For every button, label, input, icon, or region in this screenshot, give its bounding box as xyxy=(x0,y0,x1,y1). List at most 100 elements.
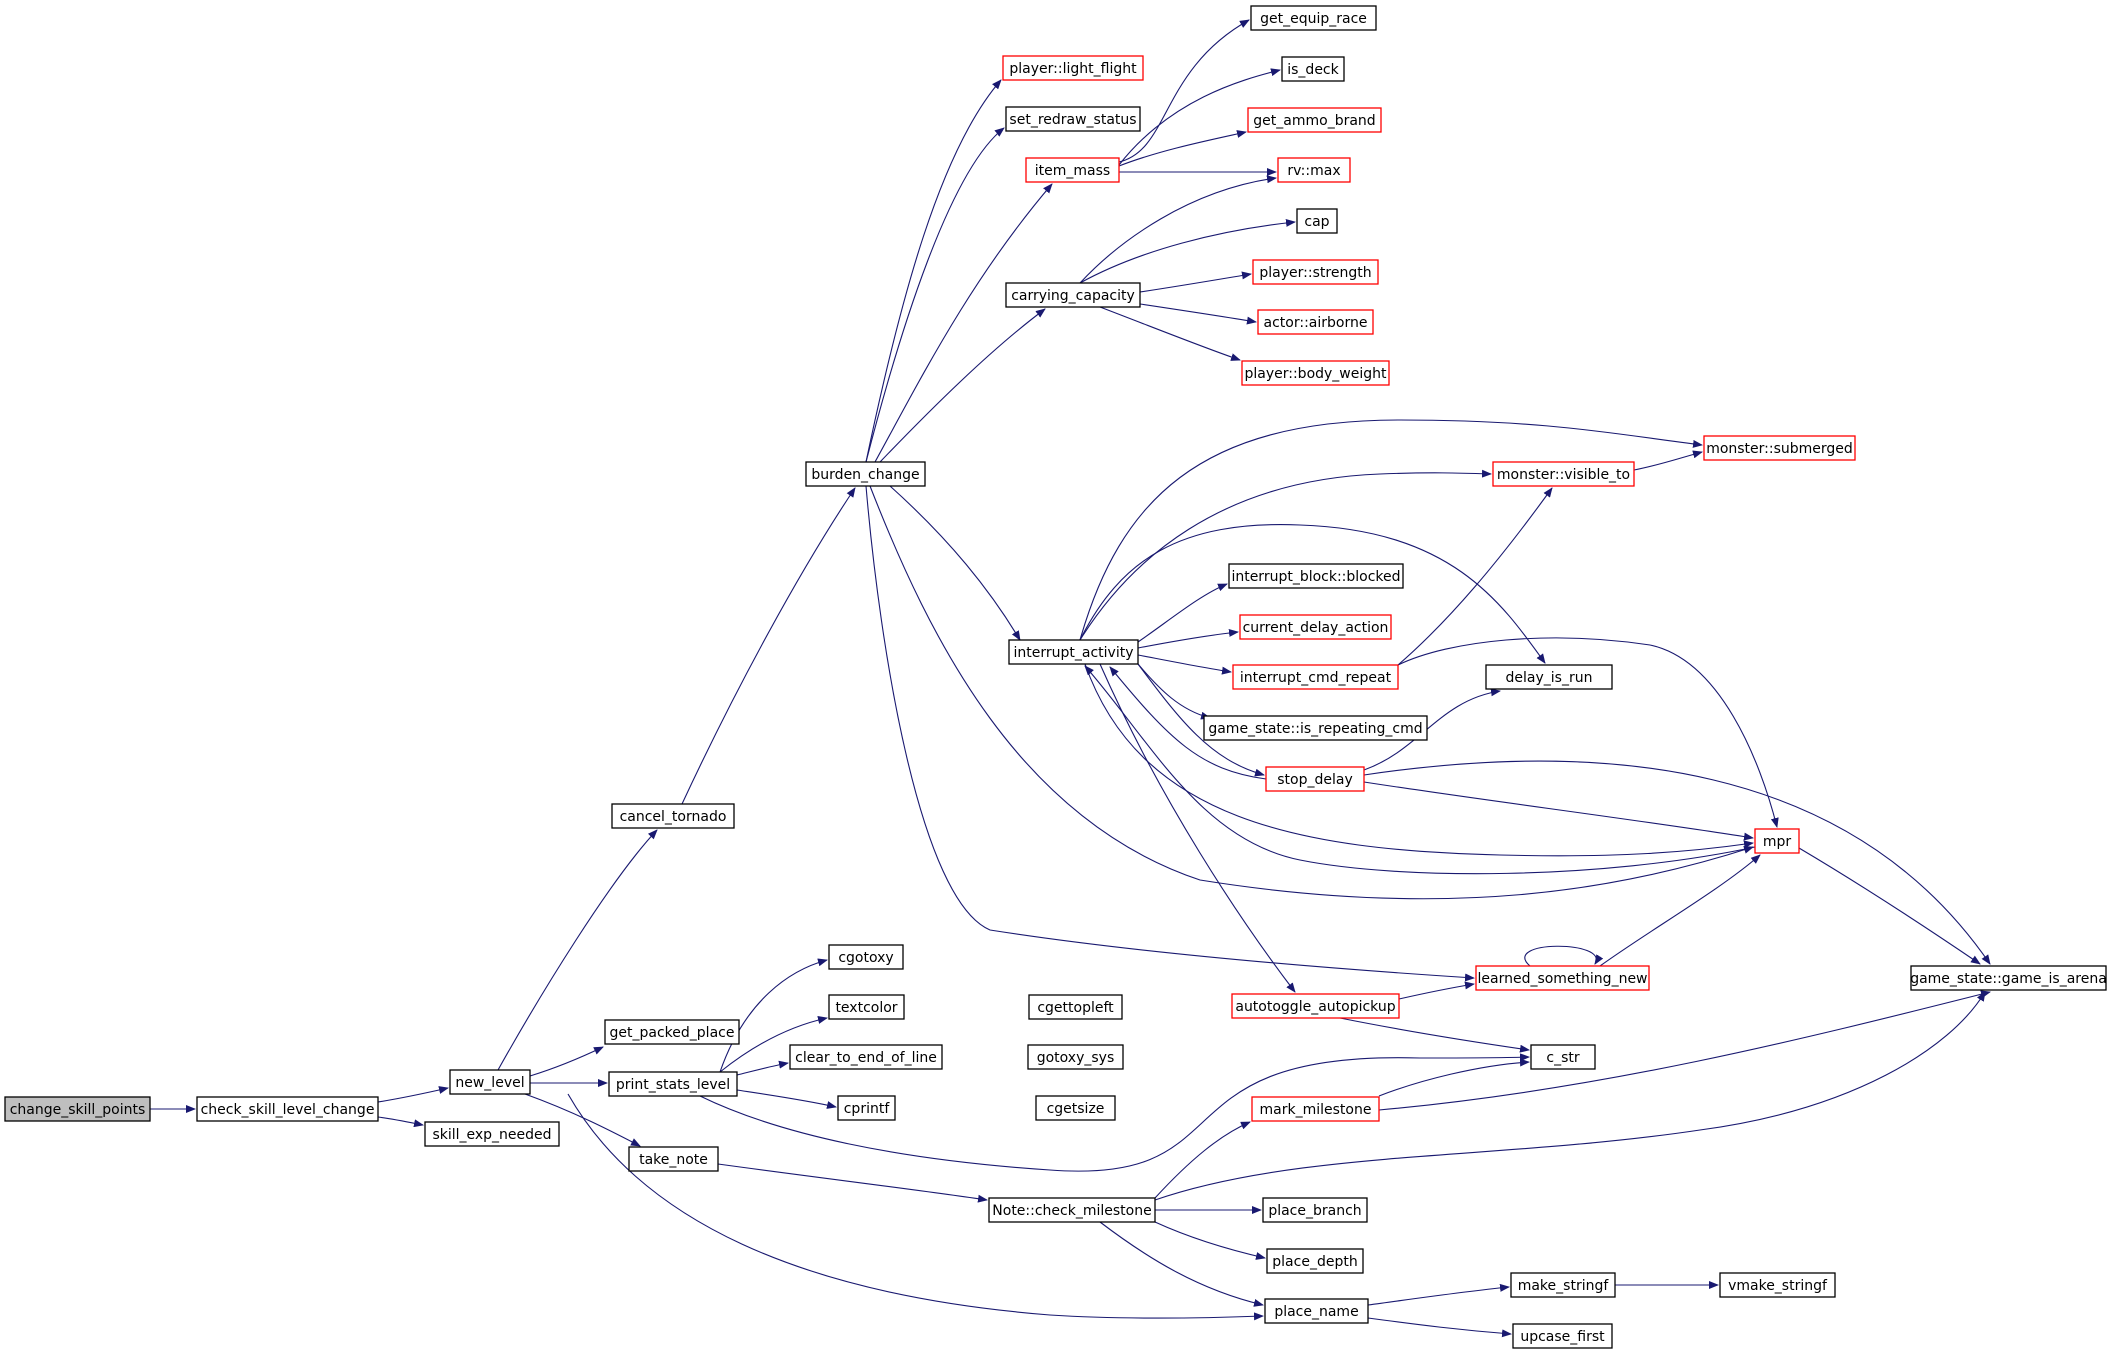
node-learned-something-new[interactable]: learned_something_new xyxy=(1475,965,1650,991)
edge-n42-n42 xyxy=(1524,945,1604,967)
node-is-deck[interactable]: is_deck xyxy=(1281,56,1345,82)
node-box xyxy=(1754,828,1800,854)
node-label: autotoggle_autopickup xyxy=(1235,999,1395,1015)
node-skill-exp-needed[interactable]: skill_exp_needed xyxy=(424,1121,560,1147)
node-c-str[interactable]: c_str xyxy=(1530,1044,1596,1070)
node-box xyxy=(1492,461,1635,487)
node-game-state-game-is-arena[interactable]: game_state::game_is_arena xyxy=(1910,965,2107,991)
node-carrying-capacity[interactable]: carrying_capacity xyxy=(1005,282,1141,308)
node-interrupt-activity[interactable]: interrupt_activity xyxy=(1008,639,1139,665)
node-mpr[interactable]: mpr xyxy=(1754,828,1800,854)
node-cprintf[interactable]: cprintf xyxy=(837,1095,896,1121)
node-interrupt-cmd-repeat[interactable]: interrupt_cmd_repeat xyxy=(1232,664,1399,690)
node-check-skill-level-change[interactable]: check_skill_level_change xyxy=(196,1096,379,1122)
node-label: item_mass xyxy=(1035,163,1110,179)
node-box xyxy=(805,461,926,487)
node-actor-airborne[interactable]: actor::airborne xyxy=(1257,309,1374,335)
node-change-skill-points[interactable]: change_skill_points xyxy=(4,1096,151,1122)
node-get-equip-race[interactable]: get_equip_race xyxy=(1250,5,1377,31)
edge-n19-n46 xyxy=(1079,419,1703,641)
node-rv-max[interactable]: rv::max xyxy=(1277,157,1351,183)
node-make-stringf[interactable]: make_stringf xyxy=(1510,1272,1616,1298)
node-player-body-weight[interactable]: player::body_weight xyxy=(1241,360,1390,386)
node-vmake-stringf[interactable]: vmake_stringf xyxy=(1719,1272,1836,1298)
node-clear-to-end-of-line[interactable]: clear_to_end_of_line xyxy=(789,1044,943,1070)
edge-arrow xyxy=(1099,306,1241,361)
edge-arrow xyxy=(869,485,1754,900)
node-label: clear_to_end_of_line xyxy=(795,1050,937,1066)
node-box xyxy=(4,1096,151,1122)
node-note-check-milestone[interactable]: Note::check_milestone xyxy=(988,1197,1156,1223)
node-box xyxy=(1719,1272,1836,1298)
node-monster-visible-to[interactable]: monster::visible_to xyxy=(1492,461,1635,487)
node-delay-is-run[interactable]: delay_is_run xyxy=(1485,664,1613,690)
edge-n18-n26 xyxy=(1079,175,1277,284)
edge-arrow xyxy=(1154,991,1986,1201)
edge-arrow xyxy=(1079,175,1277,284)
node-box xyxy=(1005,106,1141,132)
node-take-note[interactable]: take_note xyxy=(628,1146,719,1172)
node-player-strength[interactable]: player::strength xyxy=(1252,259,1379,285)
node-cgetsize[interactable]: cgetsize xyxy=(1035,1095,1116,1121)
edge-arrow xyxy=(1079,419,1703,641)
edge-n9-n19 xyxy=(889,485,1021,641)
edge-n14-n49 xyxy=(1154,991,1986,1201)
node-burden-change[interactable]: burden_change xyxy=(805,461,926,487)
node-label: textcolor xyxy=(835,1000,897,1016)
node-label: game_state::is_repeating_cmd xyxy=(1208,721,1422,737)
node-new-level[interactable]: new_level xyxy=(449,1069,531,1095)
node-label: change_skill_points xyxy=(10,1102,146,1118)
edge-n47-n19 xyxy=(1084,665,1756,875)
edge-arrow xyxy=(719,958,828,1073)
edge-n36-n43 xyxy=(1339,1017,1530,1053)
node-label: learned_something_new xyxy=(1477,971,1647,987)
node-label: interrupt_cmd_repeat xyxy=(1240,670,1392,686)
node-get-ammo-brand[interactable]: get_ammo_brand xyxy=(1247,107,1382,133)
node-set-redraw-status[interactable]: set_redraw_status xyxy=(1005,106,1141,132)
edge-n35-n49 xyxy=(1363,760,1991,965)
node-monster-submerged[interactable]: monster::submerged xyxy=(1703,435,1856,461)
edge-arrow xyxy=(1139,303,1257,325)
edge-n8-n45 xyxy=(1367,1317,1512,1338)
node-box xyxy=(196,1096,379,1122)
node-upcase-first[interactable]: upcase_first xyxy=(1512,1323,1613,1349)
node-place-branch[interactable]: place_branch xyxy=(1262,1197,1368,1223)
node-box xyxy=(449,1069,531,1095)
node-cgotoxy[interactable]: cgotoxy xyxy=(828,944,904,970)
node-box xyxy=(1231,993,1400,1019)
node-mark-milestone[interactable]: mark_milestone xyxy=(1251,1096,1380,1122)
edge-n1-n2 xyxy=(377,1086,449,1103)
node-box xyxy=(1251,1096,1380,1122)
node-label: vmake_stringf xyxy=(1728,1278,1828,1294)
edge-n33-n40 xyxy=(1397,487,1553,666)
node-label: c_str xyxy=(1546,1050,1579,1066)
node-item-mass[interactable]: item_mass xyxy=(1025,157,1120,183)
node-box xyxy=(1005,282,1141,308)
node-place-name[interactable]: place_name xyxy=(1264,1298,1369,1324)
node-place-depth[interactable]: place_depth xyxy=(1266,1248,1364,1274)
node-label: upcase_first xyxy=(1520,1329,1605,1345)
node-get-packed-place[interactable]: get_packed_place xyxy=(604,1019,740,1045)
node-box xyxy=(1002,55,1144,81)
node-player-light-flight[interactable]: player::light_flight xyxy=(1002,55,1144,81)
edge-arrow xyxy=(1599,854,1761,967)
edge-n14-n39 xyxy=(1154,1221,1266,1260)
edge-n42-n47 xyxy=(1599,854,1761,967)
node-gotoxy-sys[interactable]: gotoxy_sys xyxy=(1027,1044,1124,1070)
node-cgettopleft[interactable]: cgettopleft xyxy=(1028,994,1123,1020)
node-textcolor[interactable]: textcolor xyxy=(828,994,905,1020)
node-game-state-is-repeating-cmd[interactable]: game_state::is_repeating_cmd xyxy=(1203,715,1428,741)
node-box xyxy=(1232,664,1399,690)
node-autotoggle-autopickup[interactable]: autotoggle_autopickup xyxy=(1231,993,1400,1019)
node-print-stats-level[interactable]: print_stats_level xyxy=(608,1071,738,1097)
edge-arrow xyxy=(1367,1317,1512,1338)
node-box xyxy=(1241,360,1390,386)
node-current-delay-action[interactable]: current_delay_action xyxy=(1239,614,1392,640)
node-cap[interactable]: cap xyxy=(1296,208,1338,234)
node-interrupt-block-blocked[interactable]: interrupt_block::blocked xyxy=(1228,563,1404,589)
edge-n2-n5 xyxy=(529,1046,604,1077)
edge-arrow xyxy=(1079,469,1492,641)
node-cancel-tornado[interactable]: cancel_tornado xyxy=(611,803,735,829)
node-stop-delay[interactable]: stop_delay xyxy=(1265,766,1365,792)
edge-arrow xyxy=(1137,583,1228,643)
